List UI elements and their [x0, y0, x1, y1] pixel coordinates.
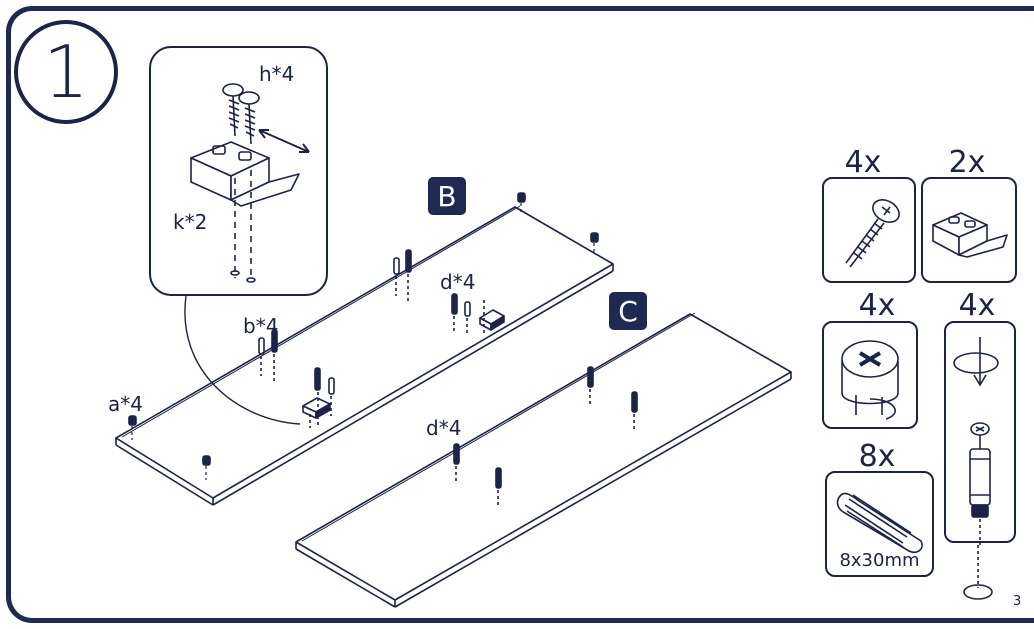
part-screw [822, 177, 916, 283]
part-cam-lock [822, 321, 918, 429]
part-qty-dowel: 8x [858, 439, 896, 474]
part-cam-bolt [944, 321, 1016, 545]
panel-c [295, 312, 792, 608]
wooden-dowel-icon [836, 492, 923, 554]
bracket-icon [932, 212, 1008, 258]
bracket-label: k*2 [173, 210, 208, 234]
callout-d-bottom: d*4 [426, 416, 462, 440]
bracket-group-left [302, 367, 335, 428]
panel-c-tag: C [609, 292, 647, 330]
callout-b: b*4 [243, 314, 279, 338]
bracket-group-right [451, 293, 505, 336]
page-number: 3 [1013, 594, 1022, 609]
part-qty-bracket: 2x [948, 145, 986, 180]
bracket-screw-detail [190, 83, 310, 283]
part-qty-cam-bolt: 4x [958, 288, 996, 323]
cam-bolts-a [128, 192, 599, 466]
step-number: 1 [14, 20, 118, 124]
panel-b [115, 205, 614, 506]
dowels-b-group-1 [258, 249, 412, 384]
callout-a: a*4 [108, 392, 143, 416]
detail-callout: h*4 k*2 [149, 46, 328, 296]
screw-label: h*4 [259, 62, 295, 86]
callout-d-top: d*4 [440, 270, 476, 294]
part-qty-cam-lock: 4x [858, 288, 896, 323]
screw-icon [845, 199, 900, 268]
cam-bolt-icon [953, 337, 999, 545]
dowels-c [453, 366, 638, 508]
panel-b-tag: B [428, 177, 466, 215]
part-bracket [921, 177, 1017, 283]
part-dowel: 8x30mm [825, 471, 934, 577]
part-qty-screw: 4x [844, 145, 882, 180]
dowel-size-label: 8x30mm [839, 550, 920, 571]
cam-lock-icon [841, 340, 899, 420]
page-frame [6, 6, 1034, 623]
